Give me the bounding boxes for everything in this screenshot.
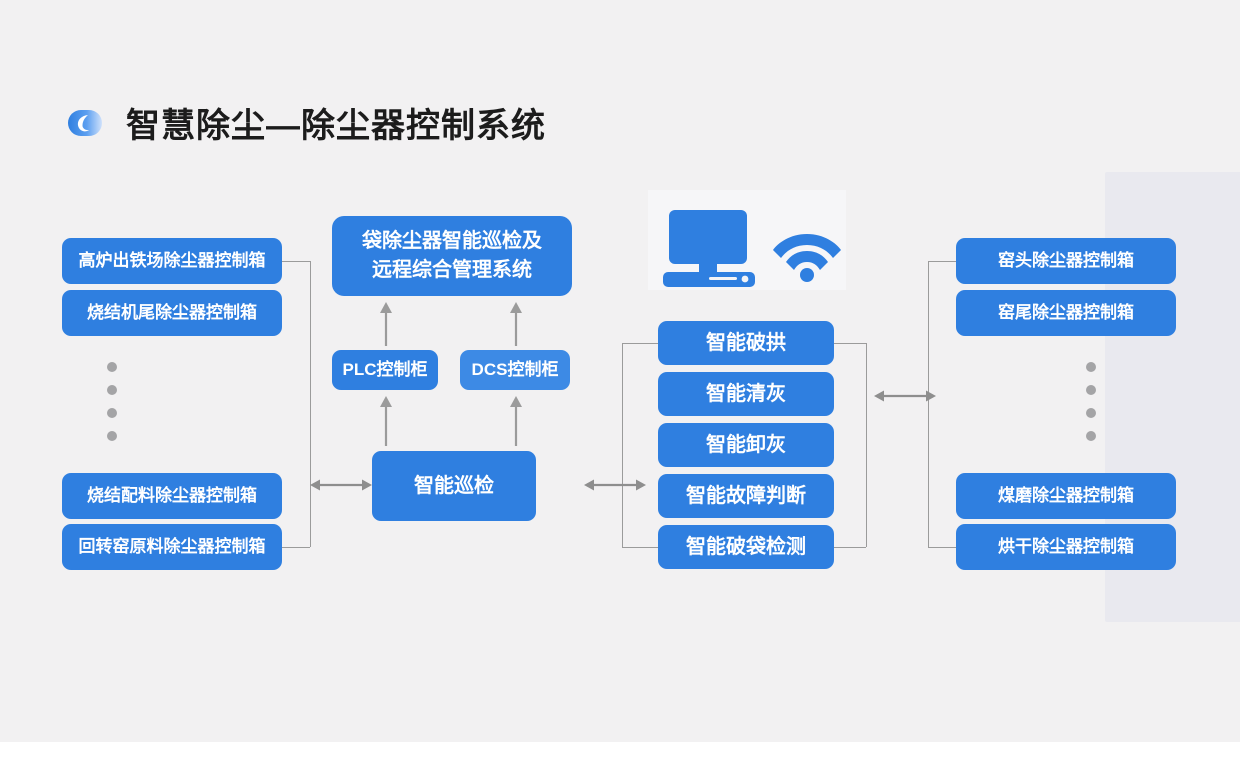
dot [107,408,117,418]
dot [1086,408,1096,418]
swirl-logo-icon [66,104,104,142]
dot [107,362,117,372]
node-function-1[interactable]: 智能破拱 [658,321,834,365]
left-ellipsis-dots [107,362,117,441]
dot [107,385,117,395]
dot [107,431,117,441]
node-left-1[interactable]: 高炉出铁场除尘器控制箱 [62,238,282,284]
left-bracket-spine [310,261,311,547]
bottom-white-strip [0,742,1240,765]
right-bracket-spine [928,261,929,547]
arrow-dcs-to-system [510,302,522,346]
dot [1086,362,1096,372]
dot [1086,431,1096,441]
node-left-3[interactable]: 烧结配料除尘器控制箱 [62,473,282,519]
system-line-2: 远程综合管理系统 [372,259,532,281]
node-left-4[interactable]: 回转窑原料除尘器控制箱 [62,524,282,570]
arrow-inspection-to-plc [380,396,392,446]
node-system-management[interactable]: 袋除尘器智能巡检及 远程综合管理系统 [332,216,572,296]
left-bracket-top-stub [282,261,310,262]
arrow-left-to-inspection [310,479,372,491]
right-ellipsis-dots [1086,362,1096,441]
node-function-5[interactable]: 智能破袋检测 [658,525,834,569]
wifi-signal-icon [772,224,842,287]
node-left-2[interactable]: 烧结机尾除尘器控制箱 [62,290,282,336]
node-function-2[interactable]: 智能清灰 [658,372,834,416]
node-right-2[interactable]: 窑尾除尘器控制箱 [956,290,1176,336]
arrow-inspection-to-dcs [510,396,522,446]
function-bracket-bottom-stub [622,547,658,548]
function-bracket-right-top-stub [834,343,866,344]
arrow-inspection-to-functions [584,479,646,491]
node-function-3[interactable]: 智能卸灰 [658,423,834,467]
node-plc-cabinet[interactable]: PLC控制柜 [332,350,438,390]
node-right-3[interactable]: 煤磨除尘器控制箱 [956,473,1176,519]
right-bracket-top-stub [928,261,956,262]
node-function-4[interactable]: 智能故障判断 [658,474,834,518]
arrow-plc-to-system [380,302,392,346]
left-bracket-bottom-stub [282,547,310,548]
node-intelligent-inspection[interactable]: 智能巡检 [372,451,536,521]
function-bracket-top-stub [622,343,658,344]
page-header: 智慧除尘—除尘器控制系统 [66,98,546,147]
function-bracket-right-spine [866,343,867,547]
node-right-4[interactable]: 烘干除尘器控制箱 [956,524,1176,570]
dot [1086,385,1096,395]
node-dcs-cabinet[interactable]: DCS控制柜 [460,350,570,390]
desktop-computer-icon [663,208,759,293]
function-bracket-right-bottom-stub [834,547,866,548]
right-bracket-bottom-stub [928,547,956,548]
page-title: 智慧除尘—除尘器控制系统 [126,107,546,145]
node-right-1[interactable]: 窑头除尘器控制箱 [956,238,1176,284]
arrow-functions-to-right-group [874,390,936,402]
function-bracket-left-spine [622,343,623,547]
system-line-1: 袋除尘器智能巡检及 [362,230,542,252]
